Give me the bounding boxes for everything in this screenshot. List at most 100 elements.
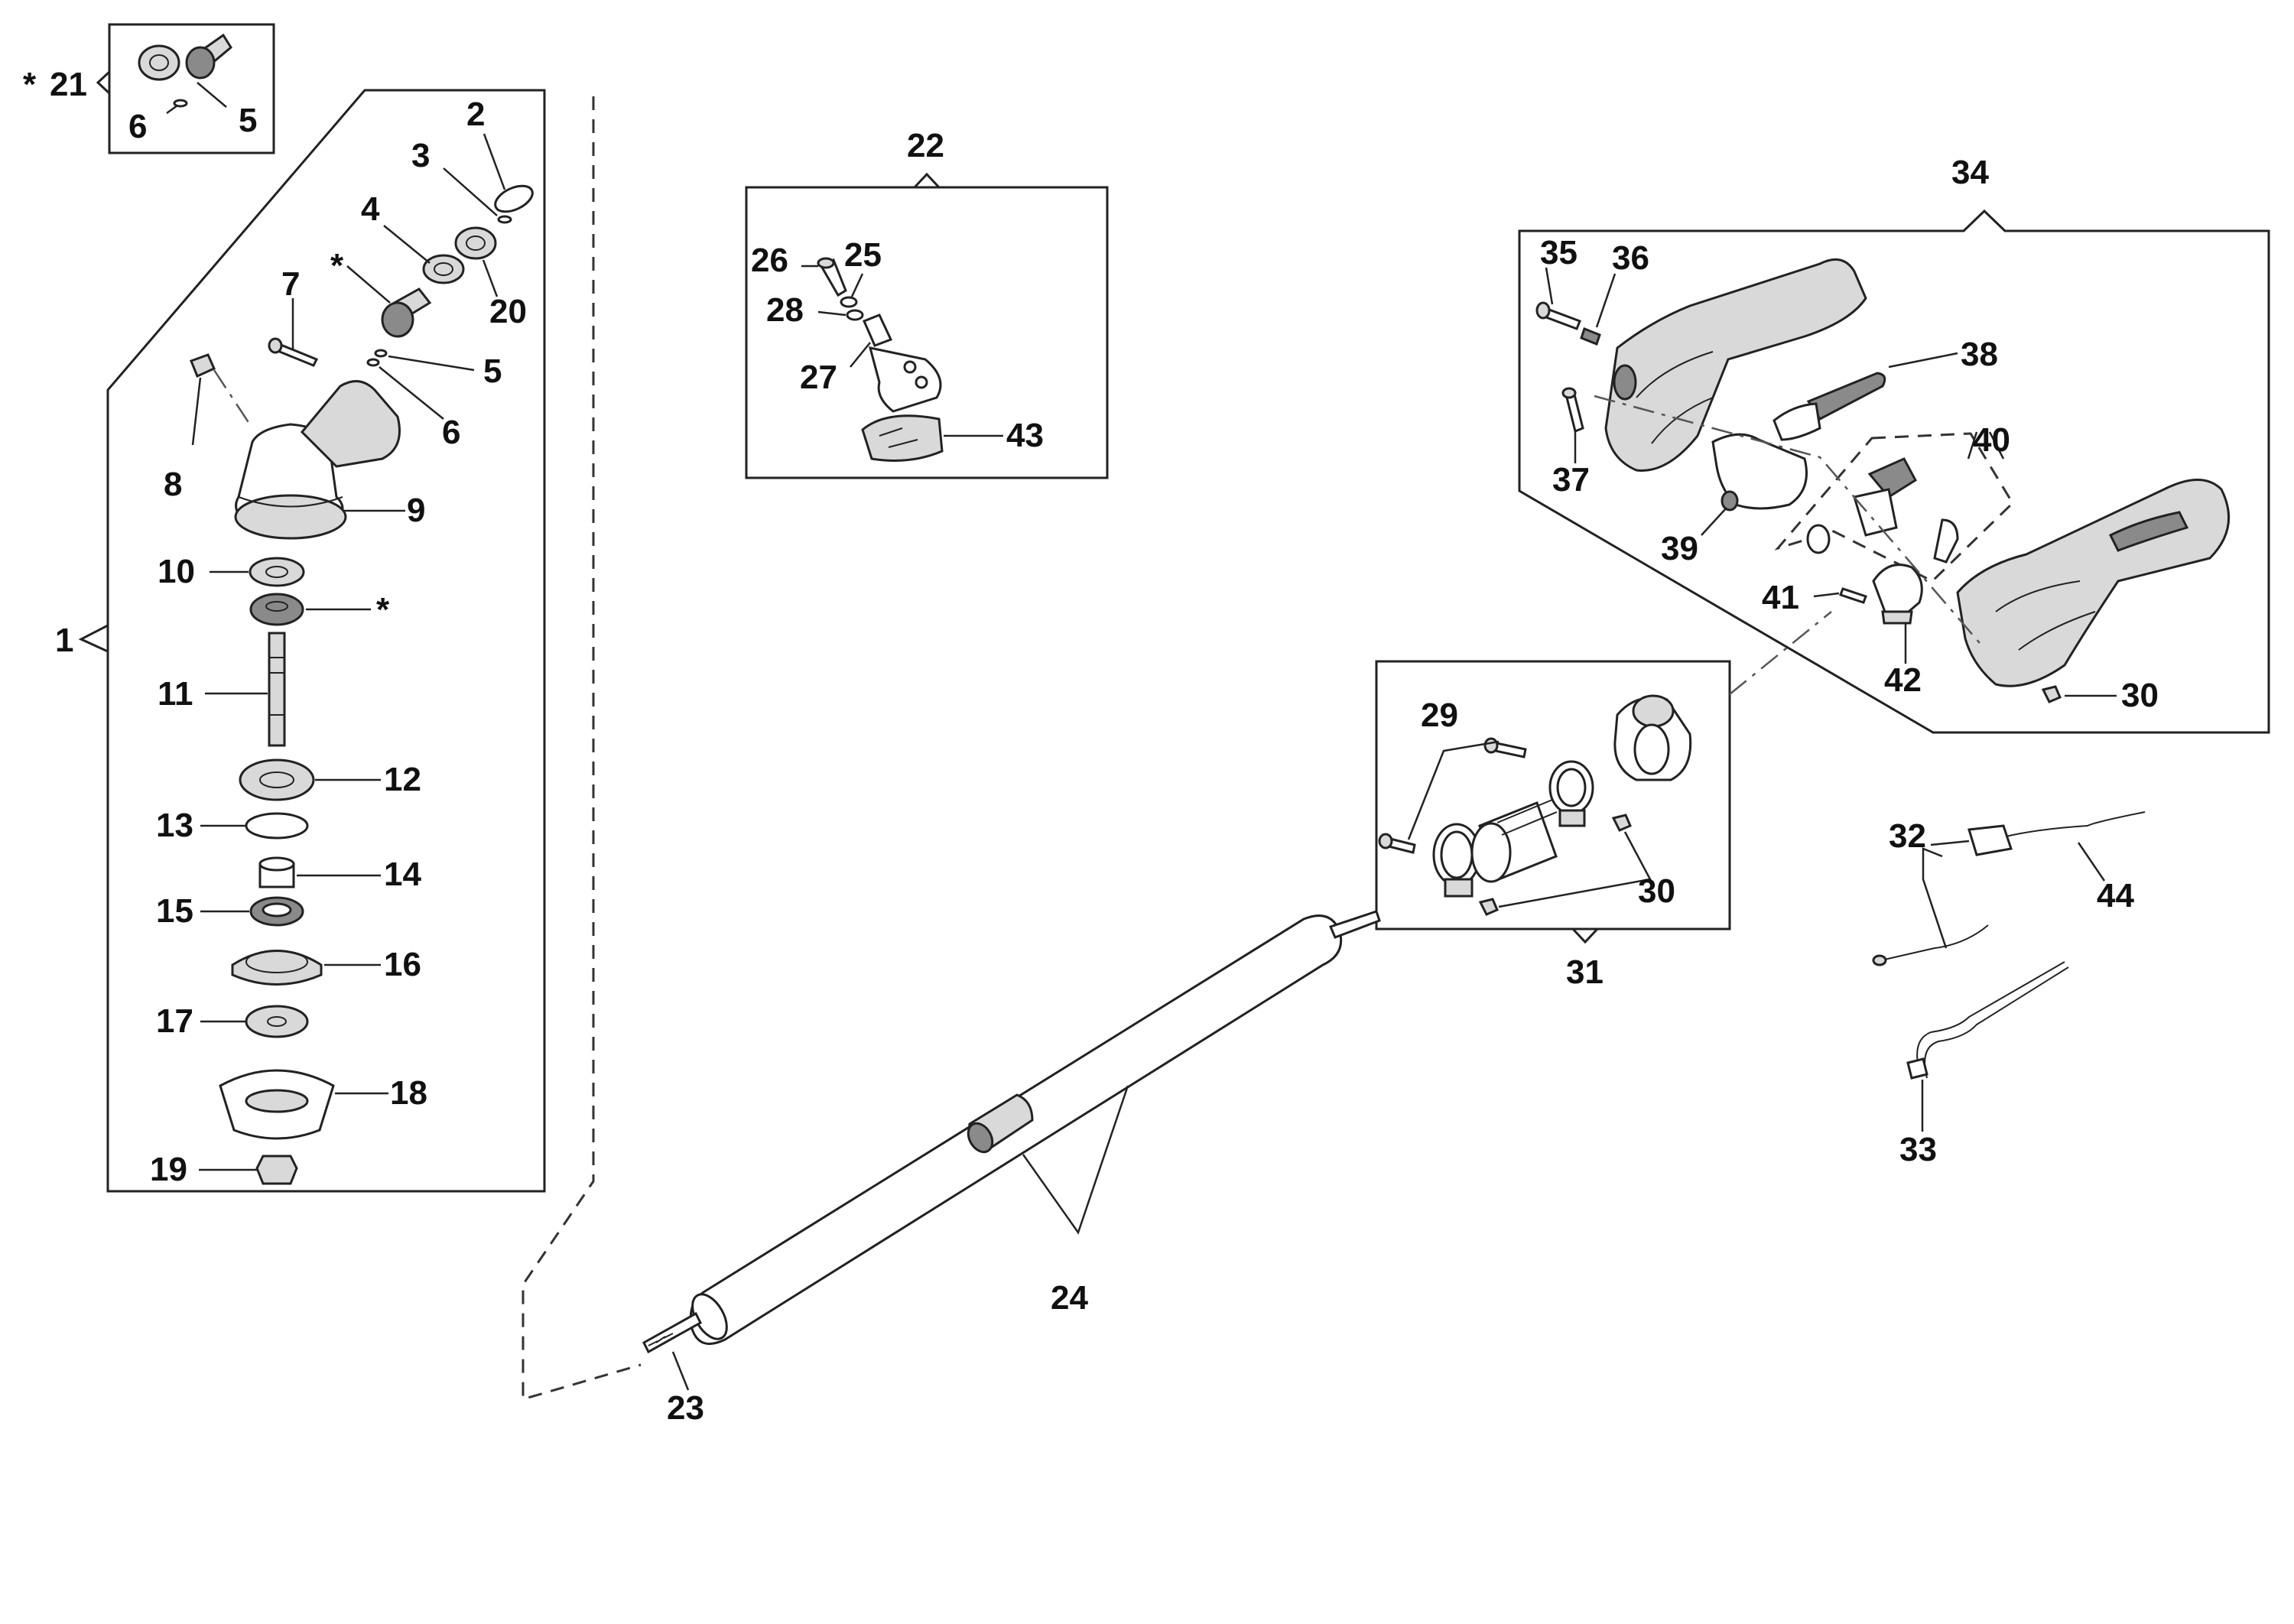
bearing-4 [422,254,465,284]
clamp-43-ribs [879,427,918,448]
cable-32 [1880,924,1989,961]
bearing-10 [249,557,305,587]
leader-41 [1813,592,1840,598]
label-42: 42 [1884,661,1922,699]
clamp-ring-a-ear [1444,878,1474,898]
shaft-tip-24 [1328,910,1381,939]
leader-40 [1967,431,2005,460]
gear-housing-9-base [234,494,347,540]
bracket-21 [96,70,111,95]
cup-18-center [245,1089,309,1113]
label-27: 27 [800,359,837,396]
label-8: 8 [164,466,182,503]
bevel-gear-21 [138,44,180,81]
label-12: 12 [384,761,421,798]
bolt-29a-head [1483,737,1499,754]
leader-29 [1407,740,1500,840]
label-13: 13 [156,807,193,844]
frame-gearhead-1 [106,89,546,1193]
gearhead-parts [190,133,534,1185]
label-10: 10 [158,553,195,590]
leader-39 [1701,507,1727,536]
bearing-10-inner [265,566,288,578]
frames [78,23,2270,1402]
front-grip-34-panel [2108,511,2189,552]
label-6a: 6 [128,108,147,145]
leader-35 [1545,267,1554,305]
bolt-29b-head [1378,833,1393,849]
washer-17 [245,1005,309,1038]
nut-19 [255,1155,298,1185]
dashdot-gearhead-tube [522,96,642,1402]
label-40: 40 [1973,421,2010,459]
frame-group-40 [1774,432,2014,583]
washer-25 [840,296,858,308]
label-39: 39 [1661,530,1698,567]
leader-44 [2077,842,2106,882]
label-24: 24 [1051,1279,1088,1317]
key-5 [374,349,388,358]
label-9: 9 [407,492,425,529]
label-star-21: * [23,66,37,103]
label-38: 38 [1961,336,1998,373]
washer-28 [846,309,864,321]
trigger-39-pivot [1720,490,1739,512]
wire-33-terminal [1906,1057,1928,1080]
bolt-26-head [817,257,835,269]
label-5a: 5 [239,102,257,139]
screw-35-head [1535,301,1551,320]
lever-38-base [1772,402,1821,441]
label-15: 15 [156,892,193,930]
gear-housing-9-arm [300,380,401,468]
bearing-12-inner [259,771,294,788]
label-22: 22 [907,127,944,164]
callouts: * 21 6 5 2 3 4 * 20 7 5 6 8 9 10 * 1 11 … [23,66,2159,1427]
mount-bracket-31-bore [1633,723,1670,775]
label-18: 18 [390,1074,427,1112]
screw-37-head [1561,387,1577,399]
handle-mount-hole-a [903,360,917,374]
shaft-11 [268,632,286,747]
leader-8 [191,377,202,446]
axis-8 [213,369,254,429]
plug-8 [190,353,216,378]
label-30a: 30 [2121,677,2159,714]
handle-mount-hole-b [915,375,928,389]
leader-38 [1888,352,1958,369]
bevel-gear-hub [265,601,288,612]
mount-bracket-31-top [1632,694,1675,728]
leader-21-5 [197,82,227,108]
cover-16-inner [245,950,308,973]
shaft-tip-24-splines [1345,912,1373,923]
kit-21-parts [138,33,232,115]
frame-clamp-31 [1375,660,1731,931]
bracket-31 [1571,927,1599,944]
frame-handle-34 [1518,209,2270,734]
label-17: 17 [156,1002,193,1040]
wire-33-b [1924,966,2069,1079]
clamp-ring-a-inner [1440,830,1474,879]
spring-36 [1580,327,1601,346]
washer-6 [366,358,380,367]
leader-32b [1930,840,1970,846]
label-23: 23 [667,1389,704,1427]
leader-25 [850,273,864,297]
label-11: 11 [158,675,193,713]
handle-housing-34-detail [1636,351,1714,444]
clamp-ring-b-ear [1558,809,1586,827]
label-1: 1 [55,622,73,659]
handle-mount-22 [868,346,942,413]
leader-24 [1022,1085,1129,1235]
label-35: 35 [1540,234,1578,271]
bracket-32 [1967,824,2013,856]
leader-28 [817,310,846,317]
leader-3 [443,167,498,216]
leader-32 [1922,847,1948,949]
sleeve-31-end [1470,822,1512,883]
clamp-42 [1872,564,1923,617]
label-34: 34 [1951,154,1989,191]
handle-housing-34 [1604,258,1867,472]
leader-star-pinion [346,265,391,304]
contact-40 [1933,518,1959,564]
bearing-4-inner [434,262,453,276]
